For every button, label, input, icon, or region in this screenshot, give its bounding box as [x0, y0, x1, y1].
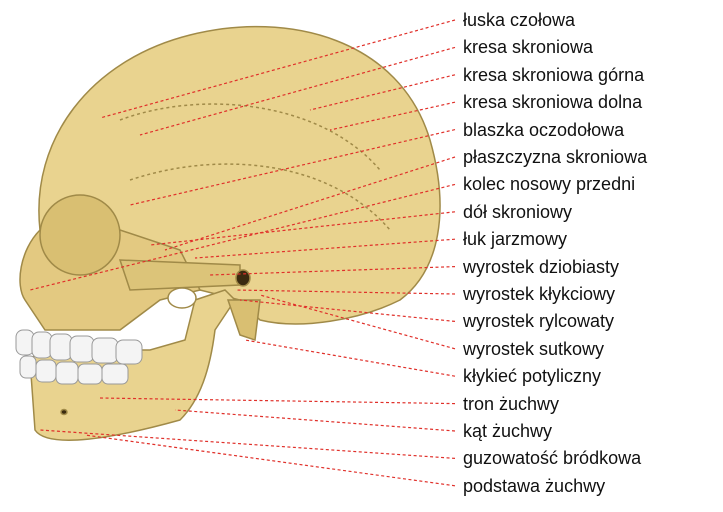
leader-line-13	[259, 294, 456, 350]
leader-line-3	[309, 74, 456, 111]
skull-drawing	[19, 25, 441, 441]
label-4: kresa skroniowa dolna	[463, 92, 643, 113]
label-2: kresa skroniowa	[463, 37, 594, 58]
mental-foramen	[60, 408, 68, 416]
leader-line-8	[149, 211, 456, 246]
label-16: kąt żuchwy	[463, 421, 553, 441]
label-13: wyrostek sutkowy	[463, 338, 605, 359]
leader-line-15	[99, 397, 456, 405]
mandibular-notch	[167, 287, 197, 309]
label-15: tron żuchwy	[463, 393, 560, 414]
label-8: dół skroniowy	[463, 201, 573, 222]
leader-line-14	[244, 339, 456, 377]
label-10: wyrostek dziobiasty	[463, 256, 620, 277]
label-14: kłykieć potyliczny	[463, 366, 602, 387]
leader-lines	[29, 19, 456, 487]
label-12: wyrostek rylcowaty	[463, 311, 615, 332]
label-11: wyrostek kłykciowy	[463, 284, 616, 304]
label-6: płaszczyzna skroniowa	[463, 147, 648, 167]
label-9: łuk jarzmowy	[463, 229, 568, 250]
leader-line-5	[129, 129, 456, 206]
leader-line-7	[29, 183, 456, 291]
label-17: guzowatość bródkowa	[463, 448, 642, 469]
label-3: kresa skroniowa górna	[463, 64, 645, 85]
orbit	[39, 194, 121, 276]
mastoid	[226, 299, 261, 342]
ear-canal	[235, 269, 251, 287]
leader-line-17	[39, 429, 456, 459]
leader-line-6	[164, 156, 456, 251]
leader-line-1	[99, 19, 456, 119]
leader-line-4	[329, 101, 456, 131]
leader-line-18	[84, 434, 456, 487]
leader-line-10	[209, 266, 456, 276]
label-5: blaszka oczodołowa	[463, 119, 625, 140]
leader-line-2	[139, 46, 456, 136]
label-7: kolec nosowy przedni	[463, 174, 636, 195]
leader-line-9	[194, 238, 456, 259]
label-18: podstawa żuchwy	[463, 475, 606, 496]
label-1: łuska czołowa	[463, 10, 576, 30]
leader-line-11	[234, 289, 456, 295]
leader-line-16	[174, 409, 456, 432]
teeth	[15, 329, 143, 385]
